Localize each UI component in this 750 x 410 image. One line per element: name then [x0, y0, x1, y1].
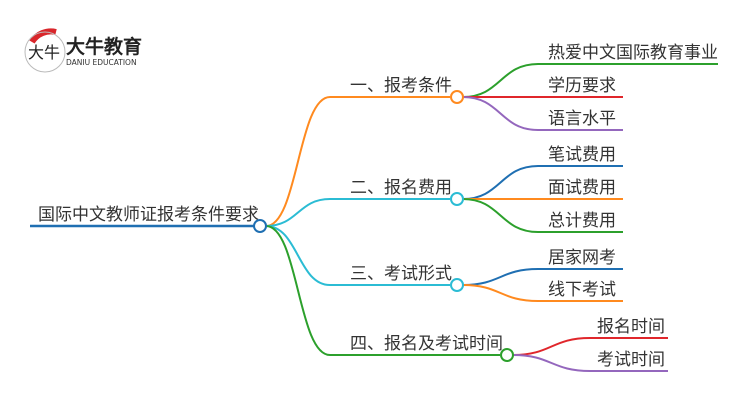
leaf-connector: [512, 337, 668, 356]
branch-topic[interactable]: 二、报名费用: [350, 178, 452, 198]
leaf-connector: [462, 284, 623, 302]
branch-connector: [265, 225, 450, 286]
leaf-connector: [462, 165, 623, 200]
leaf-topic[interactable]: 考试时间: [597, 350, 665, 370]
root-topic[interactable]: 国际中文教师证报考条件要求: [38, 205, 259, 225]
leaf-topic[interactable]: 线下考试: [548, 280, 616, 300]
leaf-topic[interactable]: 居家网考: [548, 248, 616, 268]
leaf-topic[interactable]: 学历要求: [548, 76, 616, 96]
branch-topic[interactable]: 三、考试形式: [350, 264, 452, 284]
logo: 大牛 大牛教育 DANIU EDUCATION: [24, 28, 142, 73]
leaf-topic[interactable]: 语言水平: [548, 109, 616, 129]
leaf-connector: [462, 198, 623, 233]
logo-subtext: DANIU EDUCATION: [66, 58, 137, 67]
leaf-topic[interactable]: 笔试费用: [548, 145, 616, 165]
leaf-topic[interactable]: 报名时间: [597, 317, 665, 337]
branch-topic[interactable]: 一、报考条件: [350, 76, 452, 96]
logo-text: 大牛教育: [66, 35, 142, 58]
leaf-topic[interactable]: 面试费用: [548, 178, 616, 198]
branch-connector: [265, 198, 450, 227]
leaf-connector: [462, 63, 718, 98]
root-collapse-toggle[interactable]: [253, 219, 267, 233]
branch-collapse-toggle[interactable]: [500, 348, 514, 362]
branch-collapse-toggle[interactable]: [450, 192, 464, 206]
leaf-connector: [462, 96, 623, 131]
branch-connector: [265, 96, 450, 227]
branch-topic[interactable]: 四、报名及考试时间: [350, 334, 503, 354]
branch-connector: [265, 225, 500, 356]
leaf-connector: [462, 268, 623, 286]
leaf-connector: [512, 354, 668, 372]
branch-collapse-toggle[interactable]: [450, 278, 464, 292]
logo-mark: 大牛: [28, 43, 60, 62]
leaf-topic[interactable]: 总计费用: [548, 211, 616, 231]
branch-collapse-toggle[interactable]: [450, 90, 464, 104]
leaf-topic[interactable]: 热爱中文国际教育事业: [548, 43, 718, 63]
